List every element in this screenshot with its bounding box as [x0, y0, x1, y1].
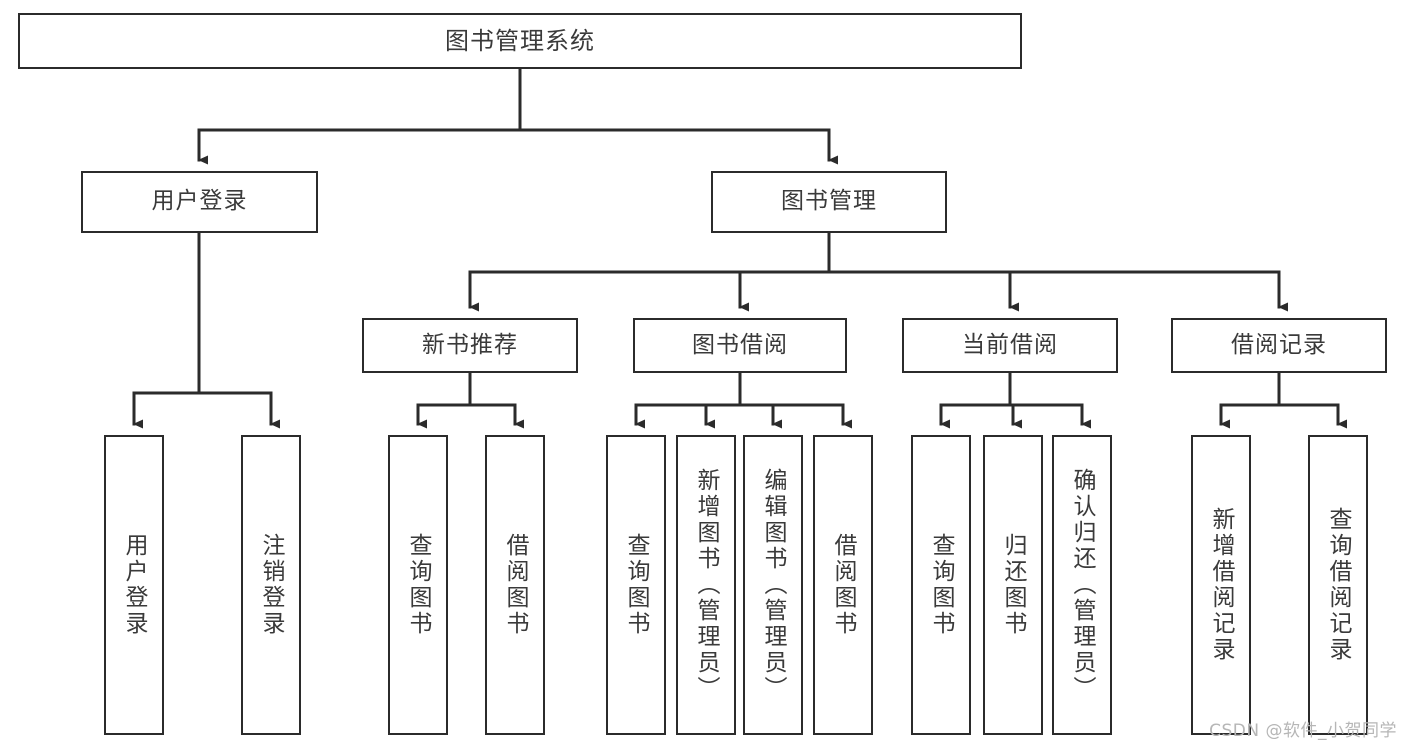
node-label: 用户登录: [151, 188, 248, 215]
node-label: 当前借阅: [962, 331, 1058, 358]
node-leaf-借阅图书[interactable]: 借阅图书: [485, 435, 545, 735]
node-l2-当前借阅[interactable]: 当前借阅: [902, 318, 1118, 373]
node-l1-图书管理[interactable]: 图书管理: [711, 171, 947, 233]
node-leaf-借阅图书[interactable]: 借阅图书: [813, 435, 873, 735]
node-label: 确认归还（管理员）: [1069, 468, 1095, 702]
node-label: 新增图书（管理员）: [693, 468, 719, 702]
node-label: 图书管理系统: [445, 26, 595, 55]
edge-group: [132, 67, 1347, 429]
node-l2-新书推荐[interactable]: 新书推荐: [362, 318, 578, 373]
node-label: 注销登录: [258, 533, 284, 637]
node-label: 归还图书: [1000, 533, 1026, 637]
node-label: 查询图书: [405, 533, 431, 637]
node-label: 图书借阅: [692, 331, 788, 358]
node-label: 查询借阅记录: [1325, 507, 1351, 663]
node-label: 编辑图书（管理员）: [760, 468, 786, 702]
node-leaf-新增借阅记录[interactable]: 新增借阅记录: [1191, 435, 1251, 735]
node-leaf-确认归还管理员[interactable]: 确认归还（管理员）: [1052, 435, 1112, 735]
node-leaf-查询借阅记录[interactable]: 查询借阅记录: [1308, 435, 1368, 735]
node-l2-借阅记录[interactable]: 借阅记录: [1171, 318, 1387, 373]
node-leaf-用户登录[interactable]: 用户登录: [104, 435, 164, 735]
node-leaf-新增图书管理员[interactable]: 新增图书（管理员）: [676, 435, 736, 735]
node-leaf-查询图书[interactable]: 查询图书: [911, 435, 971, 735]
node-label: 新书推荐: [422, 331, 518, 358]
node-label: 用户登录: [121, 533, 147, 637]
node-leaf-注销登录[interactable]: 注销登录: [241, 435, 301, 735]
node-leaf-编辑图书管理员[interactable]: 编辑图书（管理员）: [743, 435, 803, 735]
node-l2-图书借阅[interactable]: 图书借阅: [633, 318, 847, 373]
node-leaf-查询图书[interactable]: 查询图书: [388, 435, 448, 735]
node-label: 新增借阅记录: [1208, 507, 1234, 663]
node-l1-用户登录[interactable]: 用户登录: [81, 171, 318, 233]
node-label: 查询图书: [623, 533, 649, 637]
node-label: 借阅图书: [830, 533, 856, 637]
node-leaf-归还图书[interactable]: 归还图书: [983, 435, 1043, 735]
node-root-图书管理系统[interactable]: 图书管理系统: [18, 13, 1022, 69]
node-leaf-查询图书[interactable]: 查询图书: [606, 435, 666, 735]
node-label: 查询图书: [928, 533, 954, 637]
node-label: 借阅记录: [1231, 331, 1327, 358]
node-label: 借阅图书: [502, 533, 528, 637]
node-label: 图书管理: [781, 188, 877, 215]
watermark-text: CSDN @软件_小贺同学: [1209, 721, 1397, 741]
